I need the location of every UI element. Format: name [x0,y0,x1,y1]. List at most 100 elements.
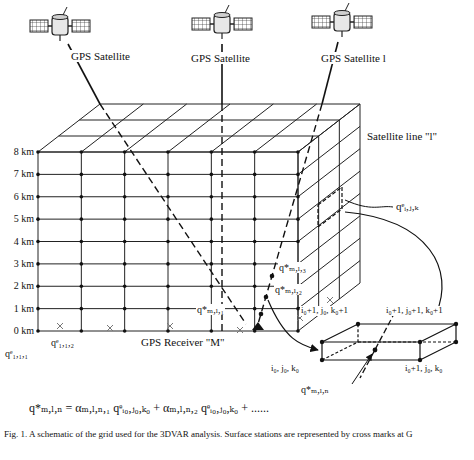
grid-point [166,173,170,177]
altitude-label: 2 km [13,280,35,291]
grid-point [253,150,257,154]
grid-point [80,329,84,333]
altitude-label: 0 km [13,325,35,336]
signal-line [258,104,322,324]
grid-point [80,262,84,266]
altitude-label: 7 km [13,168,35,179]
point-label: q*ₘ,ₗ,₃ [278,262,307,273]
grid-line [298,171,360,219]
station-mark [327,297,333,303]
leader-line [345,200,393,207]
grid-point [80,173,84,177]
gps-satellite [192,5,252,39]
grid-box [36,104,360,333]
caption: Fig. 1. A schematic of the grid used for… [4,430,470,440]
signal-line [100,104,246,324]
station-mark [297,315,303,321]
altitude-label: 5 km [13,213,35,224]
grid-point [123,240,127,244]
grid-point [166,307,170,311]
grid-point [166,329,170,333]
corner-label: i₀+1, j₀+1, k₀+1 [385,306,444,316]
grid-line [79,120,339,121]
grid-point [80,284,84,288]
grid-point [36,240,40,244]
grid-point [166,217,170,221]
grid-point [36,329,40,333]
q-point [259,312,264,317]
zoom-arrow [345,212,442,314]
line-label: Satellite line "l" [366,130,438,142]
grid-point [123,195,127,199]
inset-cell [322,324,456,360]
grid-point [36,195,40,199]
grid-value-label: qᵉᵢ,ⱼ,ₖ [395,200,420,212]
grid-line [298,126,360,174]
grid-point [296,240,300,244]
grid-line [339,120,340,299]
grid-value-label: qᵉ₁,₁,₁ [4,348,29,359]
grid-point [210,284,214,288]
grid-line [298,194,360,242]
gps-satellite [30,7,90,41]
corner-label: i₀, j₀, k₀ [270,364,300,374]
grid-point [253,240,257,244]
grid-point [253,195,257,199]
q-point [264,295,269,300]
grid-point [123,284,127,288]
grid-point [166,195,170,199]
leader-line [352,354,372,384]
station-mark [107,325,113,331]
grid-line [298,283,360,331]
altitude-label: 1 km [13,303,35,314]
grid-point [296,217,300,221]
grid-point [123,173,127,177]
grid-point [123,262,127,266]
grid-point [210,173,214,177]
altitude-label: 3 km [13,258,35,269]
grid-point [253,262,257,266]
grid-point [80,195,84,199]
altitude-label: 8 km [13,146,35,157]
gps-satellite [312,3,372,37]
satellite-label: GPS Satellite [190,52,251,64]
satellite-label: GPS Satellite l [320,52,387,64]
station-mark [57,323,63,329]
signal-line [360,312,395,378]
altitude-label: 4 km [13,236,35,247]
q-point [373,348,378,353]
grid-point [253,307,257,311]
grid-point [296,329,300,333]
corner-label: i₀+1, j₀, k₀ [404,364,444,374]
grid-point [80,307,84,311]
grid-point [166,262,170,266]
grid-point [80,240,84,244]
grid-line [100,104,360,105]
grid-point [210,195,214,199]
grid-point [210,240,214,244]
formula: q*ₘ,ₗ,ₙ = αₘ,ₗ,ₙ,₁ qᵉᵢ₀,ⱼ₀,ₖ₀ + αₘ,ₗ,ₙ,₂… [28,402,270,415]
grid-point [80,217,84,221]
grid-line [298,261,360,309]
point-label: q*ₘ,ₗ,₂ [274,284,303,295]
satellite-label: GPS Satellite [70,50,131,62]
signal-line [221,104,222,331]
grid-point [123,307,127,311]
grid-point [253,217,257,221]
q-point [270,274,275,279]
grid-point [296,150,300,154]
grid-point [36,150,40,154]
receiver-label: GPS Receiver "M" [140,336,226,348]
grid-point [36,307,40,311]
grid-point [210,262,214,266]
grid-line [298,149,360,197]
grid-point [210,329,214,333]
grid-point [253,173,257,177]
grid-cell [318,187,342,227]
grid-line [59,136,319,137]
station-mark [237,327,243,333]
grid-point [166,240,170,244]
grid-point [166,150,170,154]
